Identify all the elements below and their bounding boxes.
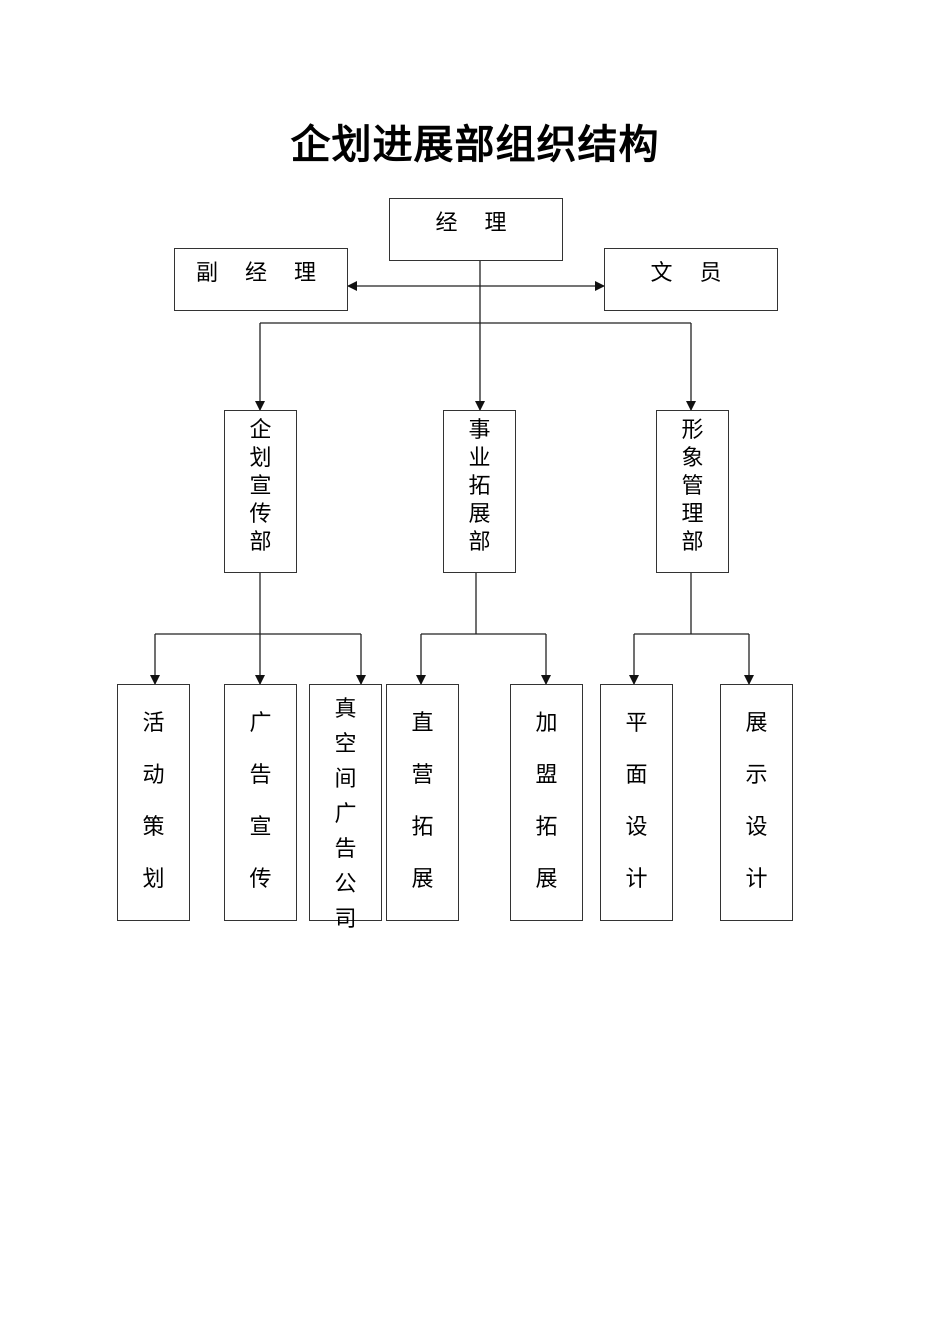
- unit-char: 展: [745, 711, 768, 736]
- unit-char: 计: [625, 867, 648, 892]
- unit-char: 展: [411, 867, 434, 892]
- department-box-image: 形 象 管 理 部: [656, 410, 729, 573]
- unit-char: 直: [411, 711, 434, 736]
- dept-char: 部: [468, 530, 491, 555]
- unit-char: 告: [249, 763, 272, 788]
- dept-char: 拓: [468, 474, 491, 499]
- unit-char: 设: [745, 815, 768, 840]
- deputy-manager-label: 副 经 理: [196, 261, 326, 286]
- dept-char: 传: [249, 502, 272, 527]
- unit-char: 传: [249, 867, 272, 892]
- unit-box-advertising: 广 告 宣 传: [224, 684, 297, 921]
- unit-char: 计: [745, 867, 768, 892]
- unit-char: 间: [334, 767, 357, 792]
- clerk-box: 文 员: [604, 248, 778, 311]
- dept-char: 企: [249, 418, 272, 443]
- dept-char: 部: [249, 530, 272, 555]
- unit-box-ad-company: 真 空 间 广 告 公 司: [309, 684, 382, 932]
- unit-char: 面: [625, 763, 648, 788]
- unit-char: 拓: [535, 815, 558, 840]
- unit-char: 拓: [411, 815, 434, 840]
- unit-char: 公: [334, 872, 357, 897]
- unit-box-graphic-design: 平 面 设 计: [600, 684, 673, 921]
- unit-char: 空: [334, 732, 357, 757]
- unit-box-activity-planning: 活 动 策 划: [117, 684, 190, 921]
- unit-char: 真: [334, 697, 357, 722]
- unit-char: 平: [625, 711, 648, 736]
- dept-char: 管: [681, 474, 704, 499]
- unit-char: 策: [142, 815, 165, 840]
- dept-char: 形: [681, 418, 704, 443]
- dept-char: 划: [249, 446, 272, 471]
- unit-char: 加: [535, 711, 558, 736]
- dept-char: 事: [468, 418, 491, 443]
- chart-title: 企划进展部组织结构: [290, 122, 660, 168]
- unit-char: 设: [625, 815, 648, 840]
- unit-char: 广: [334, 802, 357, 827]
- unit-char: 宣: [249, 815, 272, 840]
- unit-char: 展: [535, 867, 558, 892]
- department-box-planning: 企 划 宣 传 部: [224, 410, 297, 573]
- unit-char: 活: [142, 711, 165, 736]
- deputy-manager-box: 副 经 理: [174, 248, 348, 311]
- dept-char: 部: [681, 530, 704, 555]
- dept-char: 宣: [249, 474, 272, 499]
- unit-char: 营: [411, 763, 434, 788]
- unit-char: 示: [745, 763, 768, 788]
- unit-box-direct-expansion: 直 营 拓 展: [386, 684, 459, 921]
- clerk-label: 文 员: [650, 261, 732, 286]
- unit-char: 司: [334, 907, 357, 932]
- unit-box-franchise-expansion: 加 盟 拓 展: [510, 684, 583, 921]
- unit-box-display-design: 展 示 设 计: [720, 684, 793, 921]
- dept-char: 象: [681, 446, 704, 471]
- unit-char: 告: [334, 837, 357, 862]
- manager-label: 经 理: [435, 211, 517, 236]
- manager-box: 经 理: [389, 198, 563, 261]
- department-box-business: 事 业 拓 展 部: [443, 410, 516, 573]
- dept-char: 业: [468, 446, 491, 471]
- unit-char: 划: [142, 867, 165, 892]
- dept-char: 理: [681, 502, 704, 527]
- unit-char: 动: [142, 763, 165, 788]
- unit-char: 广: [249, 711, 272, 736]
- unit-char: 盟: [535, 763, 558, 788]
- dept-char: 展: [468, 502, 491, 527]
